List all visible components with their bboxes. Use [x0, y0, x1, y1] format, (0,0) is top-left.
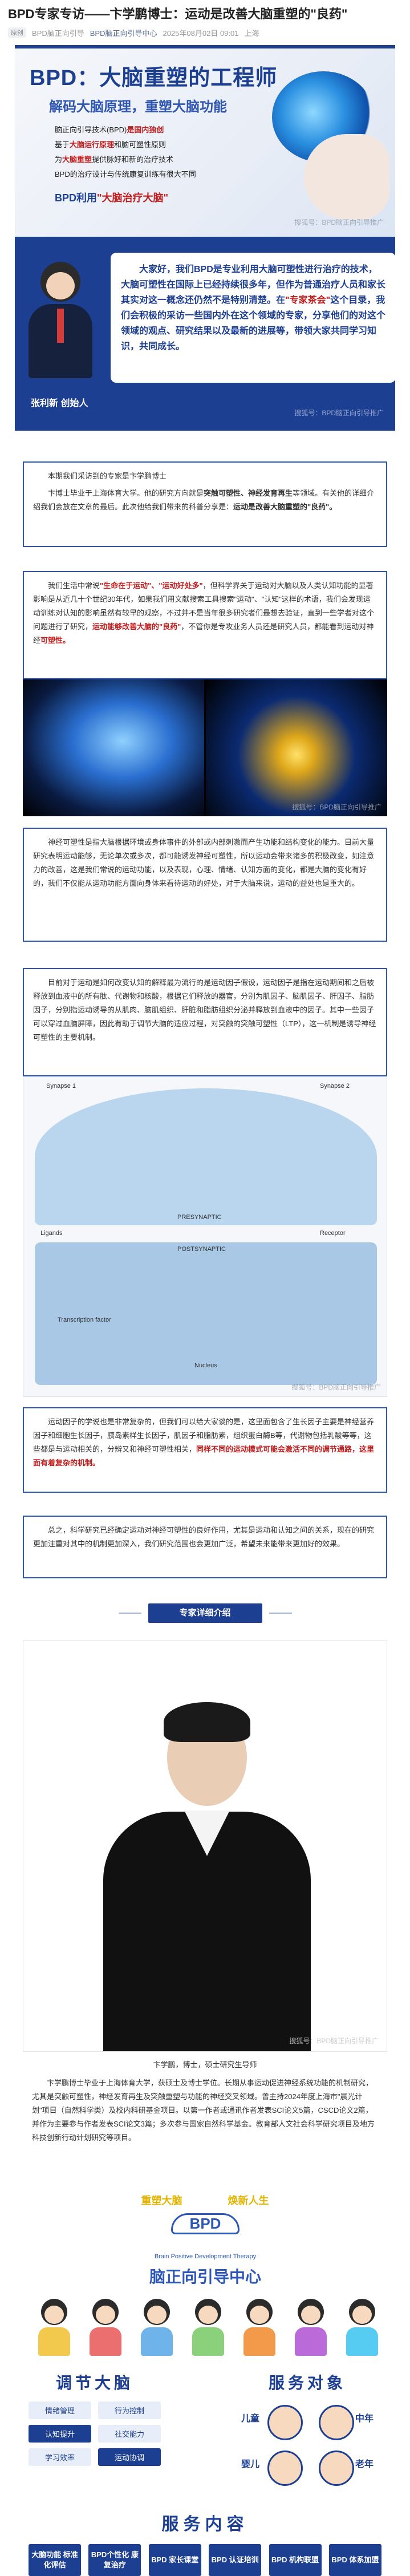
- diagram-label: PRESYNAPTIC: [177, 1213, 222, 1221]
- hero-line: BPD的治疗设计与传统康复训练有很大不同: [55, 169, 196, 179]
- hero-line: 脑正向引导技术(BPD)是国内独创: [55, 125, 164, 134]
- founder-avatar: [29, 261, 92, 382]
- target-item: 儿童: [241, 2413, 260, 2424]
- watermark: 搜狐号：BPD脑正向引导推广: [292, 803, 381, 811]
- original-badge: 原创: [8, 27, 26, 38]
- diagram-label: Transcription factor: [58, 1316, 111, 1323]
- tag-grid: 情绪管理 行为控制 认知提升 社交能力 学习效率 运动协调: [29, 2401, 161, 2466]
- column-title: 调节大脑: [55, 2374, 133, 2392]
- section-header-expert: 专家详细介绍: [118, 1603, 292, 1623]
- tag: 运动协调: [98, 2448, 161, 2466]
- service-item: BPD个性化 康复治疗: [88, 2543, 141, 2576]
- synapse-diagram: Synapse 1 Synapse 2 PRESYNAPTIC POSTSYNA…: [23, 1076, 387, 1397]
- regulate-column: 调节大脑 情绪管理 行为控制 认知提升 社交能力 学习效率 运动协调: [29, 2371, 161, 2496]
- postsynaptic-cell: [35, 1242, 377, 1385]
- hero-line: 为大脑重塑提供脉好和新的治疗技术: [55, 155, 174, 164]
- expert-bio: 卞学鹏博士毕业于上海体育大学，获硕士及博士学位。长期从事运动促进神经系统功能的机…: [23, 2076, 387, 2185]
- brand-english-name: Brain Positive Development Therapy: [154, 2253, 257, 2260]
- hero-line: 基于大脑运行原理和脑可塑性原则: [55, 140, 167, 149]
- watermark: 搜狐号：BPD脑正向引导推广: [294, 408, 384, 417]
- slogan-left: 重塑大脑: [141, 2194, 182, 2206]
- services-title: 服务内容: [161, 2514, 249, 2534]
- paragraph-box: 总之，科学研究已经确定运动对神经可塑性的良好作用，尤其是运动和认知之间的关系，现…: [23, 1515, 387, 1578]
- diagram-label: Synapse 1: [46, 1082, 76, 1089]
- author-name: BPD脑正向引导: [32, 29, 84, 38]
- target-item: 中年: [355, 2413, 374, 2424]
- bpd-logo: BPD: [171, 2213, 239, 2247]
- cartoon-people: [23, 2293, 387, 2362]
- paragraph-box: 神经可塑性是指大脑根据环境或身体事件的外部或内部刺激而产生功能和结构变化的能力。…: [23, 827, 387, 942]
- paragraph: 神经可塑性是指大脑根据环境或身体事件的外部或内部刺激而产生功能和结构变化的能力。…: [33, 837, 375, 888]
- target-item: 老年: [355, 2459, 374, 2469]
- service-item: BPD 体系加盟: [328, 2543, 381, 2576]
- hand-illustration: [304, 133, 389, 220]
- article-title: BPD专家专访——卞学鹏博士：运动是改善大脑重塑的"良药": [8, 7, 348, 21]
- presynaptic-cell: [35, 1088, 377, 1225]
- expert-photo: 搜狐号：BPD脑正向引导推广: [23, 1639, 387, 2052]
- footer-slogan: 重塑大脑 焕新人生: [23, 2193, 387, 2208]
- service-item: 大脑功能 标准化评估: [29, 2543, 81, 2576]
- neuron-image: 搜狐号：BPD脑正向引导推广: [23, 679, 387, 816]
- expert-caption: 卞学鹏，博士，硕士研究生导师: [153, 2060, 257, 2069]
- founder-name: 张利新 创始人: [31, 398, 88, 408]
- watermark: 搜狐号：BPD脑正向引导推广: [294, 218, 384, 226]
- neuron-cell-image: [206, 679, 387, 816]
- brand-chinese-name: 脑正向引导中心: [149, 2267, 261, 2286]
- hero-title: BPD：大脑重塑的工程师: [30, 66, 278, 90]
- diagram-label: Nucleus: [194, 1362, 217, 1369]
- tag: 情绪管理: [29, 2401, 91, 2419]
- paragraph: 总之，科学研究已经确定运动对神经可塑性的良好作用，尤其是运动和认知之间的关系，现…: [33, 1525, 375, 1548]
- lead-paragraph: 卞博士毕业于上海体育大学。他的研究方向就是突触可塑性、神经发育再生等领域。有关他…: [33, 488, 375, 511]
- diagram-label: Synapse 2: [320, 1082, 350, 1089]
- tag: 认知提升: [29, 2424, 91, 2443]
- publish-location: 上海: [244, 29, 259, 38]
- targets-column: 服务对象 儿童 中年 婴儿 老年: [233, 2371, 381, 2496]
- paragraph-box: 我们生活中常说"生命在于运动"、"运动好处多"，但科学界关于运动对大脑以及人类认…: [23, 570, 387, 679]
- tag: 社交能力: [98, 2424, 161, 2443]
- brain-scan-image: [23, 679, 204, 816]
- watermark: 搜狐号：BPD脑正向引导推广: [289, 2036, 379, 2045]
- paragraph-box: 运动因子的学说也是非常复杂的，但我们可以给大家谈的是，这里面包含了生长因子主要是…: [23, 1407, 387, 1493]
- paragraph-box: 目前对于运动是如何改变认知的解释最为流行的是运动因子假设，运动因子是指在运动期间…: [23, 967, 387, 1076]
- hero-cta: BPD利用"大脑治疗大脑": [55, 192, 169, 204]
- service-item: BPD 机构联盟: [269, 2543, 322, 2576]
- brand-logo-area: BPD Brain Positive Development Therapy 脑…: [23, 2213, 387, 2293]
- service-item: BPD 认证培训: [209, 2543, 262, 2576]
- slogan-right: 焕新人生: [228, 2194, 269, 2206]
- paragraph: 卞学鹏博士毕业于上海体育大学，获硕士及博士学位。长期从事运动促进神经系统功能的机…: [32, 2078, 375, 2142]
- paragraph: 目前对于运动是如何改变认知的解释最为流行的是运动因子假设，运动因子是指在运动期间…: [33, 978, 376, 1042]
- services-row: 大脑功能 标准化评估 BPD个性化 康复治疗 BPD 家长课堂 BPD 认证培训…: [29, 2543, 381, 2576]
- hero-subtitle: 解码大脑原理，重塑大脑功能: [49, 99, 227, 115]
- diagram-label: Receptor: [320, 1229, 346, 1237]
- tag: 学习效率: [29, 2448, 91, 2466]
- paragraph: 我们生活中常说"生命在于运动"、"运动好处多"，但科学界关于运动对大脑以及人类认…: [33, 581, 375, 645]
- tag: 行为控制: [98, 2401, 161, 2419]
- publish-date: 2025年08月02日 09:01: [163, 29, 239, 38]
- target-item: 婴儿: [241, 2459, 260, 2469]
- target-groups: 儿童 中年 婴儿 老年: [233, 2399, 381, 2496]
- watermark: 搜狐号：BPD脑正向引导推广: [291, 1383, 381, 1391]
- hero-lines: 脑正向引导技术(BPD)是国内独创 基于大脑运行原理和脑可塑性原则 为大脑重塑提…: [55, 123, 196, 182]
- diagram-label: Ligands: [40, 1229, 63, 1237]
- service-item: BPD 家长课堂: [148, 2543, 201, 2576]
- footer-columns: 调节大脑 情绪管理 行为控制 认知提升 社交能力 学习效率 运动协调 服务对象 …: [23, 2371, 387, 2496]
- diagram-label: POSTSYNAPTIC: [177, 1245, 226, 1253]
- article-meta: 原创 BPD脑正向引导 BPD脑正向引导中心 2025年08月02日 09:01…: [0, 25, 410, 45]
- speech-bubble: 大家好，我们BPD是专业利用大脑可塑性进行治疗的技术，大脑可塑性在国际上已经持续…: [111, 252, 395, 383]
- founder-intro: 张利新 创始人 大家好，我们BPD是专业利用大脑可塑性进行治疗的技术，大脑可塑性…: [15, 236, 395, 431]
- lead-line: 本期我们采访到的专家是卞学鹏博士: [48, 471, 167, 480]
- footer-brand: 重塑大脑 焕新人生 BPD Brain Positive Development…: [23, 2193, 387, 2576]
- column-title: 服务对象: [268, 2374, 346, 2392]
- account-link[interactable]: BPD脑正向引导中心: [90, 29, 157, 38]
- lead-box: 本期我们采访到的专家是卞学鹏博士 卞博士毕业于上海体育大学。他的研究方向就是突触…: [23, 461, 387, 547]
- paragraph: 运动因子的学说也是非常复杂的，但我们可以给大家谈的是，这里面包含了生长因子主要是…: [33, 1417, 375, 1467]
- hero-banner: BPD：大脑重塑的工程师 解码大脑原理，重塑大脑功能 脑正向引导技术(BPD)是…: [15, 44, 395, 237]
